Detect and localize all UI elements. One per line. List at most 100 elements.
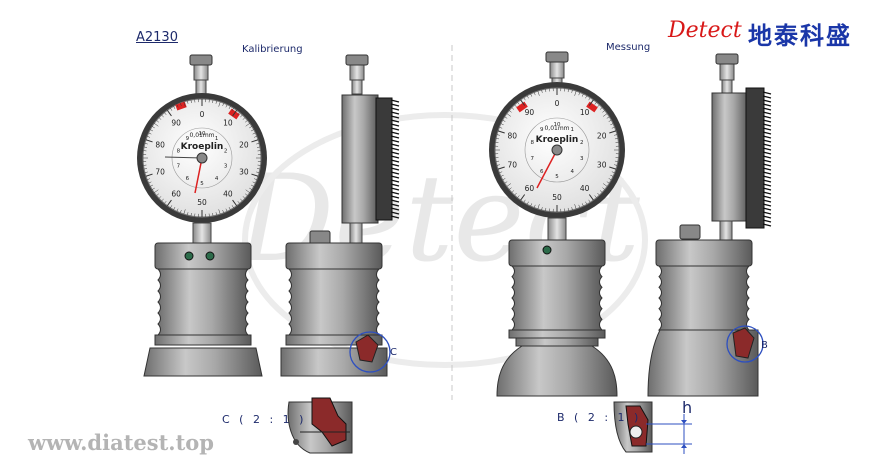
knurl-line bbox=[762, 119, 772, 123]
dial-tick-left bbox=[164, 200, 167, 204]
dial-tick-left bbox=[228, 206, 231, 210]
knurl-line bbox=[762, 223, 772, 227]
dial-tick-right bbox=[594, 102, 597, 105]
knurl-line bbox=[762, 127, 772, 131]
watermark-ellipse bbox=[242, 112, 648, 368]
body-ring-right-2 bbox=[515, 337, 599, 347]
dial-outer-label-right: 30 bbox=[597, 161, 607, 170]
dial-inner-label-right: 8 bbox=[530, 140, 534, 146]
dial-tick-left bbox=[147, 136, 151, 138]
gauge-knob-right bbox=[545, 51, 569, 63]
dial-tick-right bbox=[541, 207, 543, 211]
dial-tick-right bbox=[504, 181, 508, 184]
knurl-line bbox=[762, 171, 772, 175]
dial-outer-label-right: 60 bbox=[525, 184, 535, 193]
detail-c-view bbox=[287, 397, 353, 454]
dial-inner-label-left: 5 bbox=[200, 181, 204, 187]
knurl-line bbox=[762, 163, 772, 167]
dial-tick-left bbox=[173, 206, 176, 210]
dial-inner-label-left: 7 bbox=[177, 164, 181, 170]
side-body-cap-mes bbox=[655, 239, 753, 267]
knurl-line bbox=[390, 195, 400, 199]
dial-tick-right bbox=[609, 130, 617, 134]
knurl-line bbox=[390, 175, 400, 179]
dial-outer-label-left: 10 bbox=[223, 118, 233, 127]
dial-tick-right bbox=[597, 192, 600, 196]
dial-tick-left bbox=[244, 120, 248, 123]
dial-inner-label-left: 10 bbox=[199, 131, 206, 137]
gauge-neck-right bbox=[547, 217, 567, 243]
dial-inner-label-right: 6 bbox=[540, 169, 544, 175]
dial-tick-left bbox=[166, 199, 172, 207]
dial-tick-left bbox=[152, 126, 155, 129]
knurl-line bbox=[762, 135, 772, 139]
body-foot-right bbox=[496, 345, 618, 397]
dial-tick-left bbox=[190, 212, 192, 217]
dial-tick-left bbox=[173, 106, 176, 110]
knurl-line bbox=[390, 171, 400, 175]
dial-tick-left bbox=[180, 209, 182, 213]
dial-tick-right bbox=[520, 99, 526, 106]
dial-tick-right bbox=[502, 119, 506, 122]
dial-tick-left bbox=[244, 193, 248, 196]
side-cap-mes bbox=[719, 63, 735, 81]
dial-tick-left bbox=[232, 109, 238, 117]
knurl-line bbox=[762, 183, 772, 187]
knurl-line bbox=[390, 199, 400, 203]
knurl-line bbox=[762, 151, 772, 155]
model-number: A2130 bbox=[136, 30, 178, 45]
dial-tick-right bbox=[606, 116, 610, 119]
dial-tick-left bbox=[176, 208, 179, 212]
dial-inner-label-left: 9 bbox=[186, 136, 190, 142]
dial-tick-right bbox=[578, 92, 581, 96]
dial-tick-left bbox=[256, 168, 261, 170]
dial-tick-right bbox=[602, 183, 608, 187]
gauge-body-right bbox=[496, 239, 618, 397]
dial-tick-left bbox=[231, 108, 234, 111]
measurement-label: Messung bbox=[606, 42, 651, 53]
gauge-spindle-top-left bbox=[195, 79, 207, 95]
knurl-line bbox=[762, 111, 772, 115]
dial-inner-label-right: 10 bbox=[554, 122, 561, 128]
dial-tick-right bbox=[571, 207, 573, 211]
dial-tick-right bbox=[585, 95, 588, 99]
side-pin-mes bbox=[679, 224, 701, 240]
knurl-line bbox=[390, 119, 400, 123]
side-view-calibration bbox=[280, 54, 400, 377]
knurl-line bbox=[762, 203, 772, 207]
callout-b-label: B bbox=[761, 340, 768, 351]
dial-tick-left bbox=[245, 189, 250, 193]
dial-tick-left bbox=[242, 196, 246, 199]
dial-tick-left bbox=[215, 100, 217, 104]
knurl-line bbox=[762, 191, 772, 195]
knurl-line bbox=[390, 131, 400, 135]
knurl-line bbox=[390, 115, 400, 119]
dial-tick-left bbox=[249, 126, 252, 129]
dial-inner-label-left: 4 bbox=[215, 176, 219, 182]
dial-tick-right bbox=[496, 138, 500, 140]
dial-tick-right bbox=[533, 204, 536, 208]
dial-tick-right bbox=[599, 190, 603, 193]
dial-outer-label-left: 60 bbox=[171, 190, 181, 199]
dial-tick-left bbox=[253, 178, 257, 180]
dial-tick-left bbox=[166, 109, 172, 117]
detail-b-ball bbox=[629, 425, 643, 439]
dial-tick-left bbox=[164, 112, 167, 116]
dial-tick-right bbox=[588, 199, 591, 203]
side-body-ribs-cal bbox=[287, 268, 381, 336]
body-cap-left bbox=[154, 242, 252, 270]
brand-logo: Detect bbox=[668, 18, 742, 43]
dial-maker-right: Kroeplin bbox=[536, 135, 579, 145]
body-ribs-left bbox=[156, 268, 250, 336]
knurl-line bbox=[390, 143, 400, 147]
dial-outer-label-left: 20 bbox=[239, 140, 249, 149]
dial-tick-right bbox=[608, 119, 612, 122]
side-body-ribs-mes bbox=[657, 265, 751, 331]
dial-tick-right bbox=[611, 171, 615, 174]
dial-tick-right bbox=[611, 126, 615, 129]
dial-tick-left bbox=[212, 212, 214, 217]
